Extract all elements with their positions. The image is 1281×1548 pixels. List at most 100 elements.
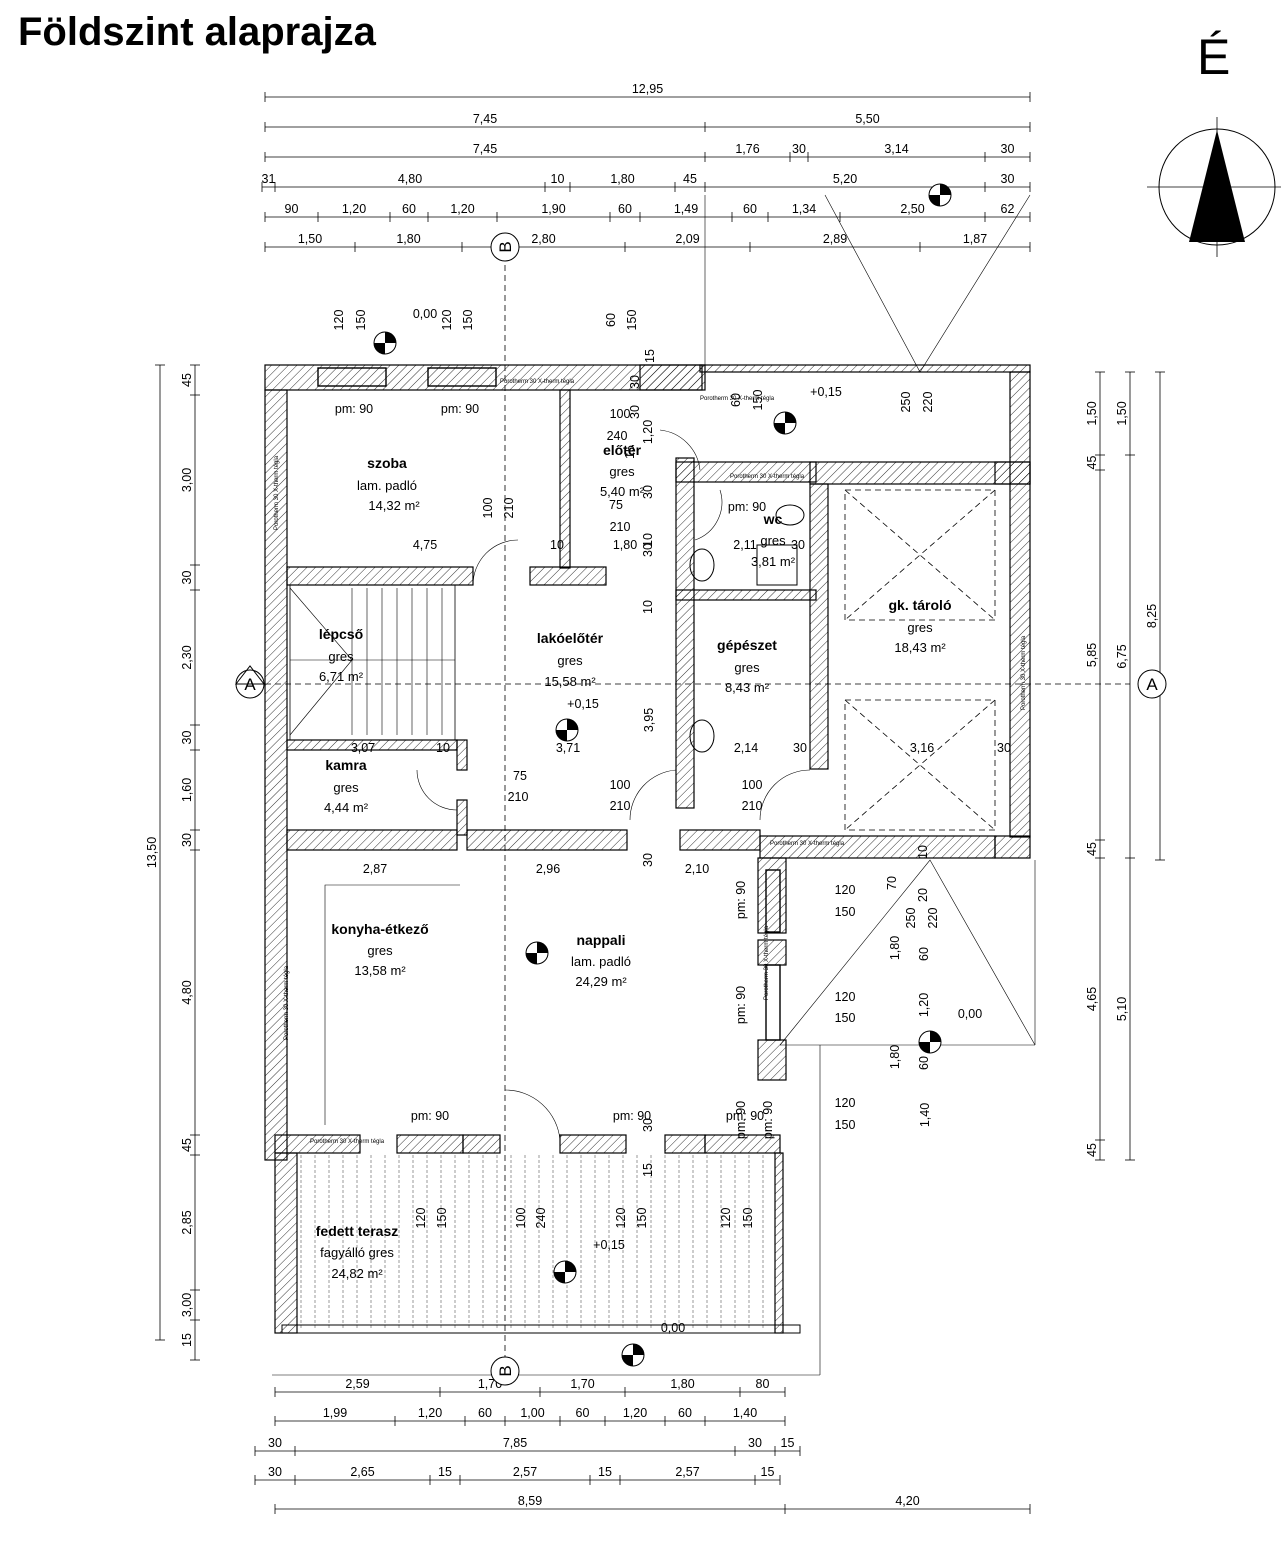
interior-dimension: 210 <box>508 790 529 804</box>
room-area: 24,29 m² <box>575 974 627 989</box>
interior-dimension: 210 <box>502 498 516 519</box>
door-width-label: pm: 90 <box>728 500 766 514</box>
interior-dimension: 15 <box>623 445 637 459</box>
interior-dimension: 10 <box>916 845 930 859</box>
interior-dimension: 3,07 <box>351 741 375 755</box>
garage-cross <box>844 489 996 831</box>
interior-dimension: 75 <box>513 769 527 783</box>
room-area: 14,32 m² <box>368 498 420 513</box>
room-area: 6,71 m² <box>319 669 364 684</box>
interior-dimension: 3,16 <box>910 741 934 755</box>
interior-dimension: 100 <box>481 498 495 519</box>
dimension-value: 10 <box>551 172 565 186</box>
wall-label: Porotherm 30 X-therm tégla <box>310 1139 385 1145</box>
dimension-value: 30 <box>792 142 806 156</box>
interior-dimension: 0,00 <box>413 307 437 321</box>
wall-label: Porotherm 30 X-therm tégla <box>730 474 805 480</box>
interior-dimension: 210 <box>610 799 631 813</box>
north-label: É <box>1197 29 1231 85</box>
dimension-value: 1,49 <box>674 202 698 216</box>
section-b-label: B <box>496 1365 515 1376</box>
dimension-value: 1,34 <box>792 202 816 216</box>
dimension-value: 1,20 <box>450 202 474 216</box>
interior-dimension: 30 <box>641 485 655 499</box>
interior-dimension: 120 <box>835 990 856 1004</box>
section-marker-b-top: B <box>490 232 520 262</box>
room-eloter: előtér gres 5,40 m² <box>600 442 645 499</box>
interior-dimension: 120 <box>719 1208 733 1229</box>
room-kamra: kamra gres 4,44 m² <box>324 757 369 815</box>
room-name: előtér <box>603 442 642 458</box>
interior-dimension: 30 <box>641 543 655 557</box>
interior-dimension: 100 <box>742 778 763 792</box>
interior-dimension: 10 <box>550 538 564 552</box>
canopy-outline <box>272 194 1036 1376</box>
interior-dimension: 3,95 <box>642 708 656 732</box>
section-b-label: B <box>496 241 515 252</box>
interior-dimension: 150 <box>625 310 639 331</box>
interior-dimension: 30 <box>791 538 805 552</box>
dimension-value: 15 <box>781 1436 795 1450</box>
interior-dimension: 150 <box>835 905 856 919</box>
section-a-label: A <box>244 675 256 694</box>
room-wc: wc gres 3,81 m² <box>751 511 796 569</box>
dimension-value: 4,80 <box>180 980 194 1004</box>
dimension-value: 6,75 <box>1115 644 1129 668</box>
door-width-label: pm: 90 <box>734 986 748 1024</box>
wall-label: Porotherm 30 X-therm tégla <box>770 841 845 847</box>
door-width-label: pm: 90 <box>726 1109 764 1123</box>
interior-dimension: 2,10 <box>685 862 709 876</box>
wall-label: Porotherm 30 X-therm tégla <box>700 396 775 402</box>
dimension-value: 2,89 <box>823 232 847 246</box>
interior-dimension: 240 <box>607 429 628 443</box>
interior-dimension: 30 <box>641 1118 655 1132</box>
dimension-value: 2,57 <box>513 1465 537 1479</box>
dimension-value: 30 <box>1001 172 1015 186</box>
room-name: konyha-étkező <box>331 921 428 937</box>
dimension-value: 30 <box>268 1465 282 1479</box>
dimension-value: 2,09 <box>675 232 699 246</box>
dimension-value: 1,87 <box>963 232 987 246</box>
room-name: wc <box>763 511 783 527</box>
room-floor: gres <box>760 533 786 548</box>
wall-label: Porotherm 30 X-therm tégla <box>284 965 290 1040</box>
interior-dimension: 210 <box>742 799 763 813</box>
room-szoba: szoba lam. padló 14,32 m² <box>357 455 420 513</box>
dimension-value: 1,80 <box>396 232 420 246</box>
door-width-label: pm: 90 <box>441 402 479 416</box>
room-labels: szoba lam. padló 14,32 m² előtér gres 5,… <box>316 442 952 1281</box>
wall-label: Porotherm 30 X-therm tégla <box>274 455 280 530</box>
interior-dimension: 100 <box>514 1208 528 1229</box>
interior-dimension: 30 <box>628 405 642 419</box>
dimension-value: 30 <box>180 571 194 585</box>
dimension-value: 15 <box>761 1465 775 1479</box>
level-marker-icon <box>928 183 952 207</box>
interior-dimension: 0,00 <box>958 1007 982 1021</box>
terrace-deck <box>297 1153 775 1328</box>
room-floor: lam. padló <box>571 954 631 969</box>
interior-dimension: +0,15 <box>810 385 842 399</box>
interior-dimension: 60 <box>604 313 618 327</box>
interior-dimension: 30 <box>641 853 655 867</box>
interior-dimension: 1,20 <box>917 993 931 1017</box>
door-width-label: pm: 90 <box>411 1109 449 1123</box>
interior-dimension: 240 <box>534 1208 548 1229</box>
interior-dimension: 100 <box>610 407 631 421</box>
dimension-value: 7,85 <box>503 1436 527 1450</box>
dimension-value: 13,50 <box>145 837 159 868</box>
dimension-value: 5,85 <box>1085 643 1099 667</box>
interior-dimension: 120 <box>835 1096 856 1110</box>
dimension-value: 2,85 <box>180 1210 194 1234</box>
room-area: 5,40 m² <box>600 484 645 499</box>
dimension-value: 15 <box>180 1333 194 1347</box>
room-floor: gres <box>557 653 583 668</box>
interior-dimension: 120 <box>332 310 346 331</box>
dimension-value: 2,50 <box>900 202 924 216</box>
dimension-value: 2,59 <box>345 1377 369 1391</box>
room-name: nappali <box>576 932 625 948</box>
interior-dimension: 2,11 <box>733 538 756 552</box>
dimension-value: 2,30 <box>180 645 194 669</box>
dimension-value: 45 <box>1085 1143 1099 1157</box>
interior-dimension: 70 <box>885 876 899 890</box>
dimension-value: 3,00 <box>180 468 194 492</box>
